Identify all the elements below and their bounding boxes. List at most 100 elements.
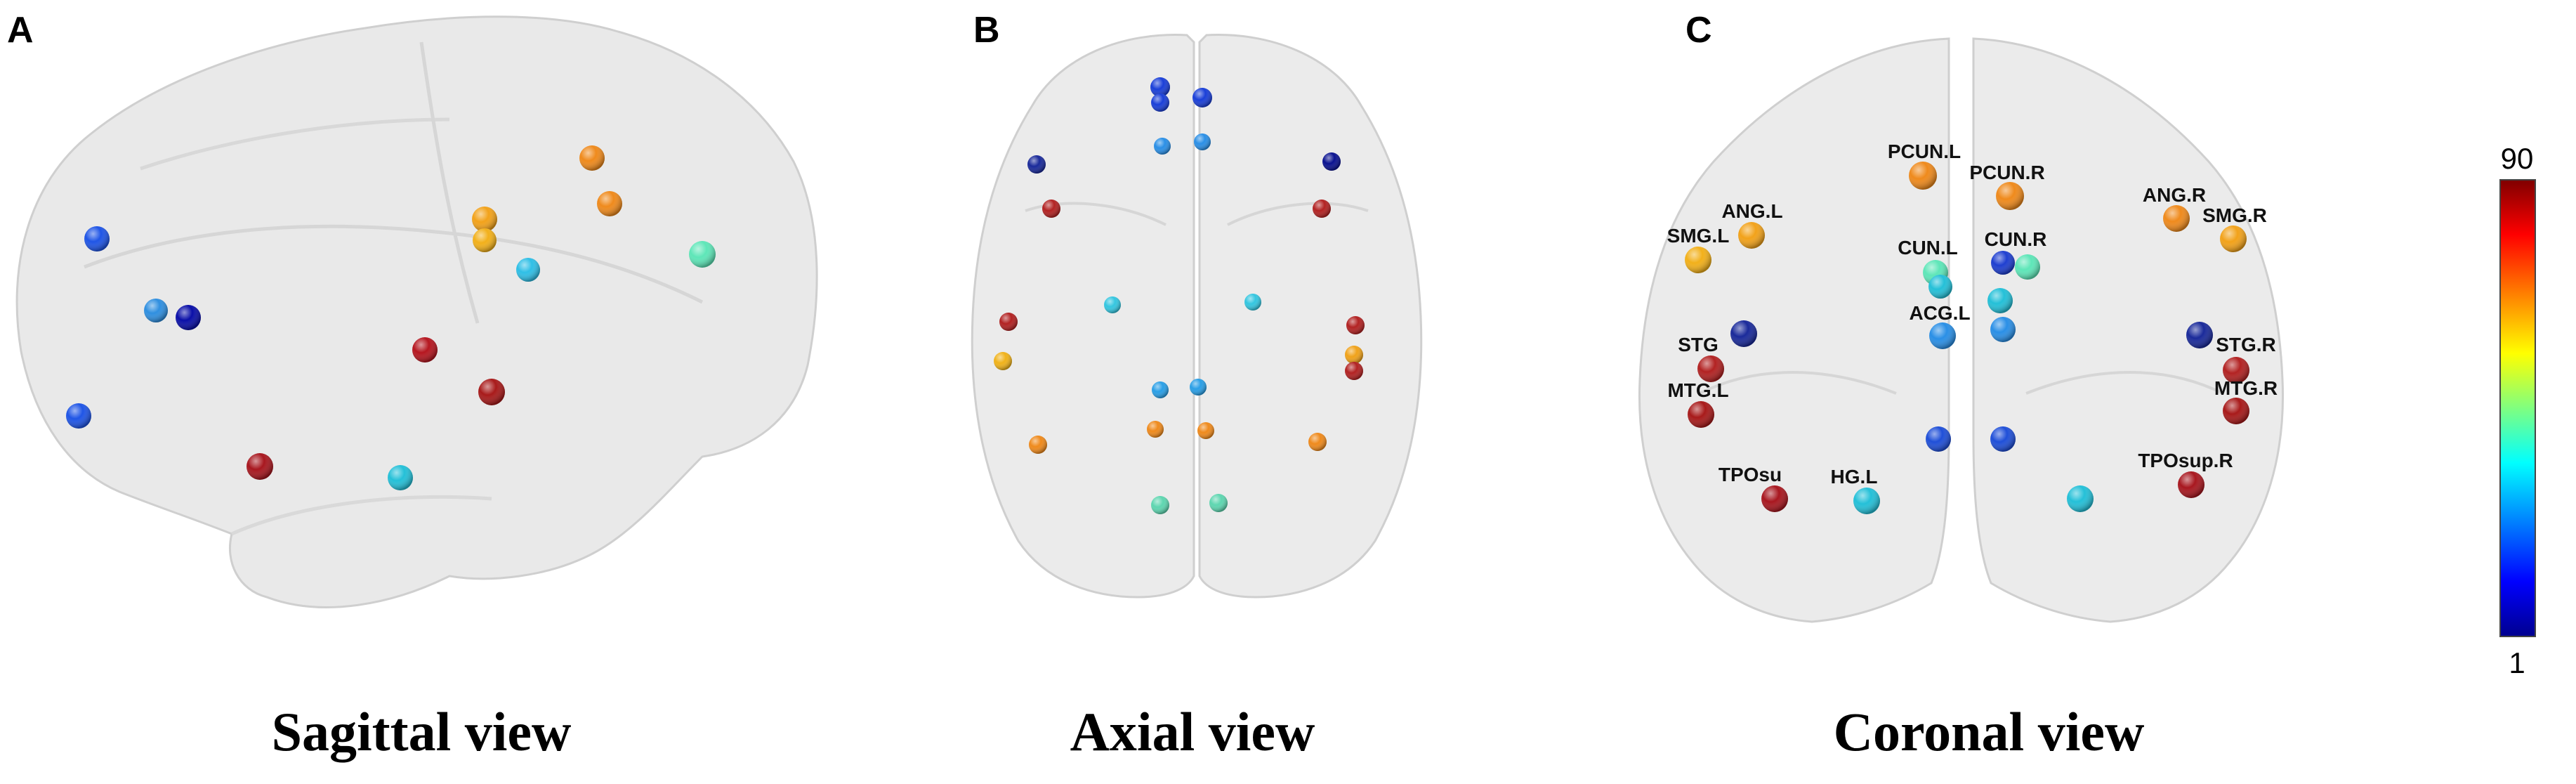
sagittal-sulcus: [84, 224, 704, 304]
node-sphere: [473, 228, 497, 252]
node-sphere: [994, 352, 1012, 370]
roi-label: MTG.L: [1667, 379, 1728, 401]
node-sphere: [1929, 322, 1956, 349]
roi-label: PCUN.L: [1888, 141, 1961, 162]
roi-label: TPOsup.R: [2138, 450, 2233, 471]
roi-label: PCUN.R: [1969, 162, 2044, 183]
coronal-right-hemisphere: [1972, 37, 2285, 623]
node-sphere: [1209, 494, 1228, 512]
node-sphere: [2223, 398, 2249, 424]
node-sphere: [579, 145, 605, 171]
node-sphere: [66, 403, 91, 429]
node-sphere: [1928, 275, 1952, 299]
colorbar-min-label: 1: [2509, 646, 2525, 679]
axial-left-hemisphere: [971, 34, 1195, 599]
axial-sulcus: [1227, 202, 1369, 226]
node-sphere: [1147, 421, 1164, 438]
node-sphere: [1345, 362, 1363, 380]
node-sphere: [1697, 355, 1724, 382]
node-sphere: [1909, 162, 1937, 190]
roi-label: ANG.R: [2143, 184, 2206, 206]
node-sphere: [1346, 316, 1365, 334]
node-sphere: [412, 337, 438, 362]
sagittal-brain-outline: [15, 15, 818, 608]
coronal-sulcus: [2025, 371, 2223, 395]
node-sphere: [999, 313, 1018, 331]
roi-label: HG.L: [1831, 466, 1878, 488]
sagittal-view-title: Sagittal view: [272, 701, 572, 762]
sagittal-sulcus: [230, 495, 492, 536]
node-sphere: [144, 299, 168, 322]
coronal-sulcus: [1699, 371, 1897, 395]
sagittal-sulcus: [419, 41, 480, 324]
node-sphere: [1154, 138, 1171, 155]
axial-view-title: Axial view: [1070, 701, 1315, 762]
node-sphere: [1688, 401, 1714, 428]
panel-coronal: C PCUN.L PCUN.R ANG.L ANG.R: [1638, 10, 2285, 762]
node-sphere: [1761, 485, 1788, 512]
roi-label: STG: [1678, 334, 1719, 355]
node-sphere: [1313, 200, 1331, 218]
panel-letter-b: B: [973, 10, 1000, 51]
roi-label: ANG.L: [1721, 200, 1782, 222]
node-sphere: [597, 191, 622, 216]
node-sphere: [516, 258, 540, 282]
roi-label: ACG.L: [1909, 302, 1970, 324]
node-sphere: [1244, 294, 1261, 311]
node-sphere: [388, 465, 413, 490]
roi-label: CUN.R: [1985, 228, 2047, 250]
node-sphere: [1192, 88, 1212, 107]
node-sphere: [2015, 254, 2040, 280]
roi-label: TPOsu: [1719, 464, 1782, 485]
coronal-view-title: Coronal view: [1834, 701, 2145, 762]
panel-letter-a: A: [7, 10, 34, 51]
node-sphere: [1151, 496, 1169, 514]
node-sphere: [1345, 346, 1363, 364]
roi-label: CUN.L: [1898, 237, 1958, 259]
node-sphere: [1197, 422, 1214, 439]
sagittal-sulcus: [140, 117, 450, 171]
colorbar: 90 1: [2499, 142, 2536, 679]
node-sphere: [1996, 182, 2024, 210]
node-sphere: [2223, 357, 2249, 384]
axial-sulcus: [1025, 202, 1167, 226]
node-sphere: [1730, 320, 1757, 347]
axial-right-hemisphere: [1198, 34, 1423, 599]
roi-label: MTG.R: [2214, 377, 2278, 399]
node-sphere: [2220, 226, 2247, 252]
node-sphere: [1990, 317, 2016, 342]
roi-label: STG.R: [2216, 334, 2276, 355]
node-sphere: [1190, 379, 1207, 396]
roi-label: SMG.R: [2202, 204, 2267, 226]
node-sphere: [2163, 205, 2190, 232]
node-sphere: [1194, 133, 1211, 150]
node-sphere: [1990, 426, 2016, 452]
roi-label: SMG.L: [1667, 225, 1730, 247]
colorbar-max-label: 90: [2501, 142, 2534, 175]
node-sphere: [1152, 381, 1169, 398]
node-sphere: [1308, 433, 1327, 451]
node-sphere: [84, 226, 110, 251]
node-sphere: [2186, 322, 2213, 348]
node-sphere: [1322, 152, 1341, 171]
node-sphere: [2178, 471, 2204, 498]
node-sphere: [247, 453, 273, 480]
node-sphere: [1987, 288, 2013, 313]
node-sphere: [1151, 93, 1169, 112]
node-sphere: [472, 207, 497, 232]
node-sphere: [689, 241, 716, 268]
node-sphere: [1926, 426, 1951, 452]
panel-letter-c: C: [1685, 10, 1712, 51]
node-sphere: [2067, 485, 2094, 512]
node-sphere: [1685, 247, 1711, 273]
node-sphere: [1738, 222, 1765, 249]
node-sphere: [176, 305, 201, 330]
node-sphere: [1029, 436, 1047, 454]
node-sphere: [1027, 155, 1046, 174]
node-sphere: [478, 379, 505, 405]
node-sphere: [1853, 488, 1880, 514]
node-sphere: [1991, 251, 2015, 275]
panel-sagittal: A Sagittal view: [7, 10, 818, 762]
colorbar-gradient: [2499, 179, 2536, 637]
